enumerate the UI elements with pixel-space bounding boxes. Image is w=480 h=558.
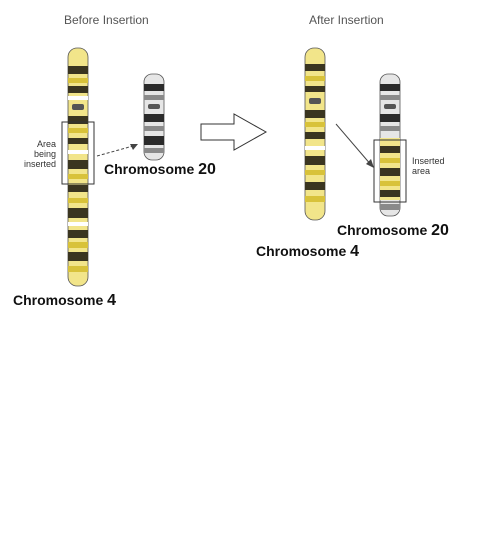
area-label-line-3: inserted	[24, 159, 57, 169]
inserted-area-label: Inserted area	[412, 156, 445, 176]
chromosome-4-name: Chromosome	[13, 292, 104, 308]
chromosome-4-name-after: Chromosome	[256, 243, 347, 259]
insertion-area-box	[61, 121, 95, 185]
chromosome-4-after	[304, 47, 326, 221]
chromosome-20-after	[379, 73, 401, 217]
chromosome-4-label-before: Chromosome 4	[13, 292, 116, 310]
chromosome-20-name-after: Chromosome	[337, 222, 428, 238]
chromosome-20-number: 20	[198, 161, 216, 178]
after-title: After Insertion	[309, 13, 384, 27]
chromosome-20-before	[143, 73, 165, 161]
chromosome-4-number: 4	[107, 292, 117, 309]
chromosome-20-label-before: Chromosome 20	[104, 161, 216, 179]
inserted-label-line-2: area	[412, 166, 431, 176]
chromosome-4-label-after: Chromosome 4	[256, 243, 359, 261]
move-arrowhead-after	[366, 159, 374, 168]
area-label-line-2: being	[33, 149, 56, 159]
area-label-line-1: Area	[36, 139, 56, 149]
chromosome-4-before	[67, 47, 89, 287]
move-arrowhead-before	[130, 144, 138, 150]
transition-arrow	[200, 113, 268, 151]
before-title: Before Insertion	[64, 13, 149, 27]
chromosome-20-label-after: Chromosome 20	[337, 222, 449, 240]
chromosome-4-number-after: 4	[350, 243, 360, 260]
inserted-area-box	[373, 139, 407, 203]
inserted-label-line-1: Inserted	[412, 156, 445, 166]
area-being-inserted-label: Area being inserted	[24, 139, 56, 169]
move-arrow-after	[335, 123, 373, 167]
chromosome-20-name: Chromosome	[104, 161, 195, 177]
chromosome-20-number-after: 20	[431, 222, 449, 239]
move-arrow-before	[96, 145, 134, 157]
